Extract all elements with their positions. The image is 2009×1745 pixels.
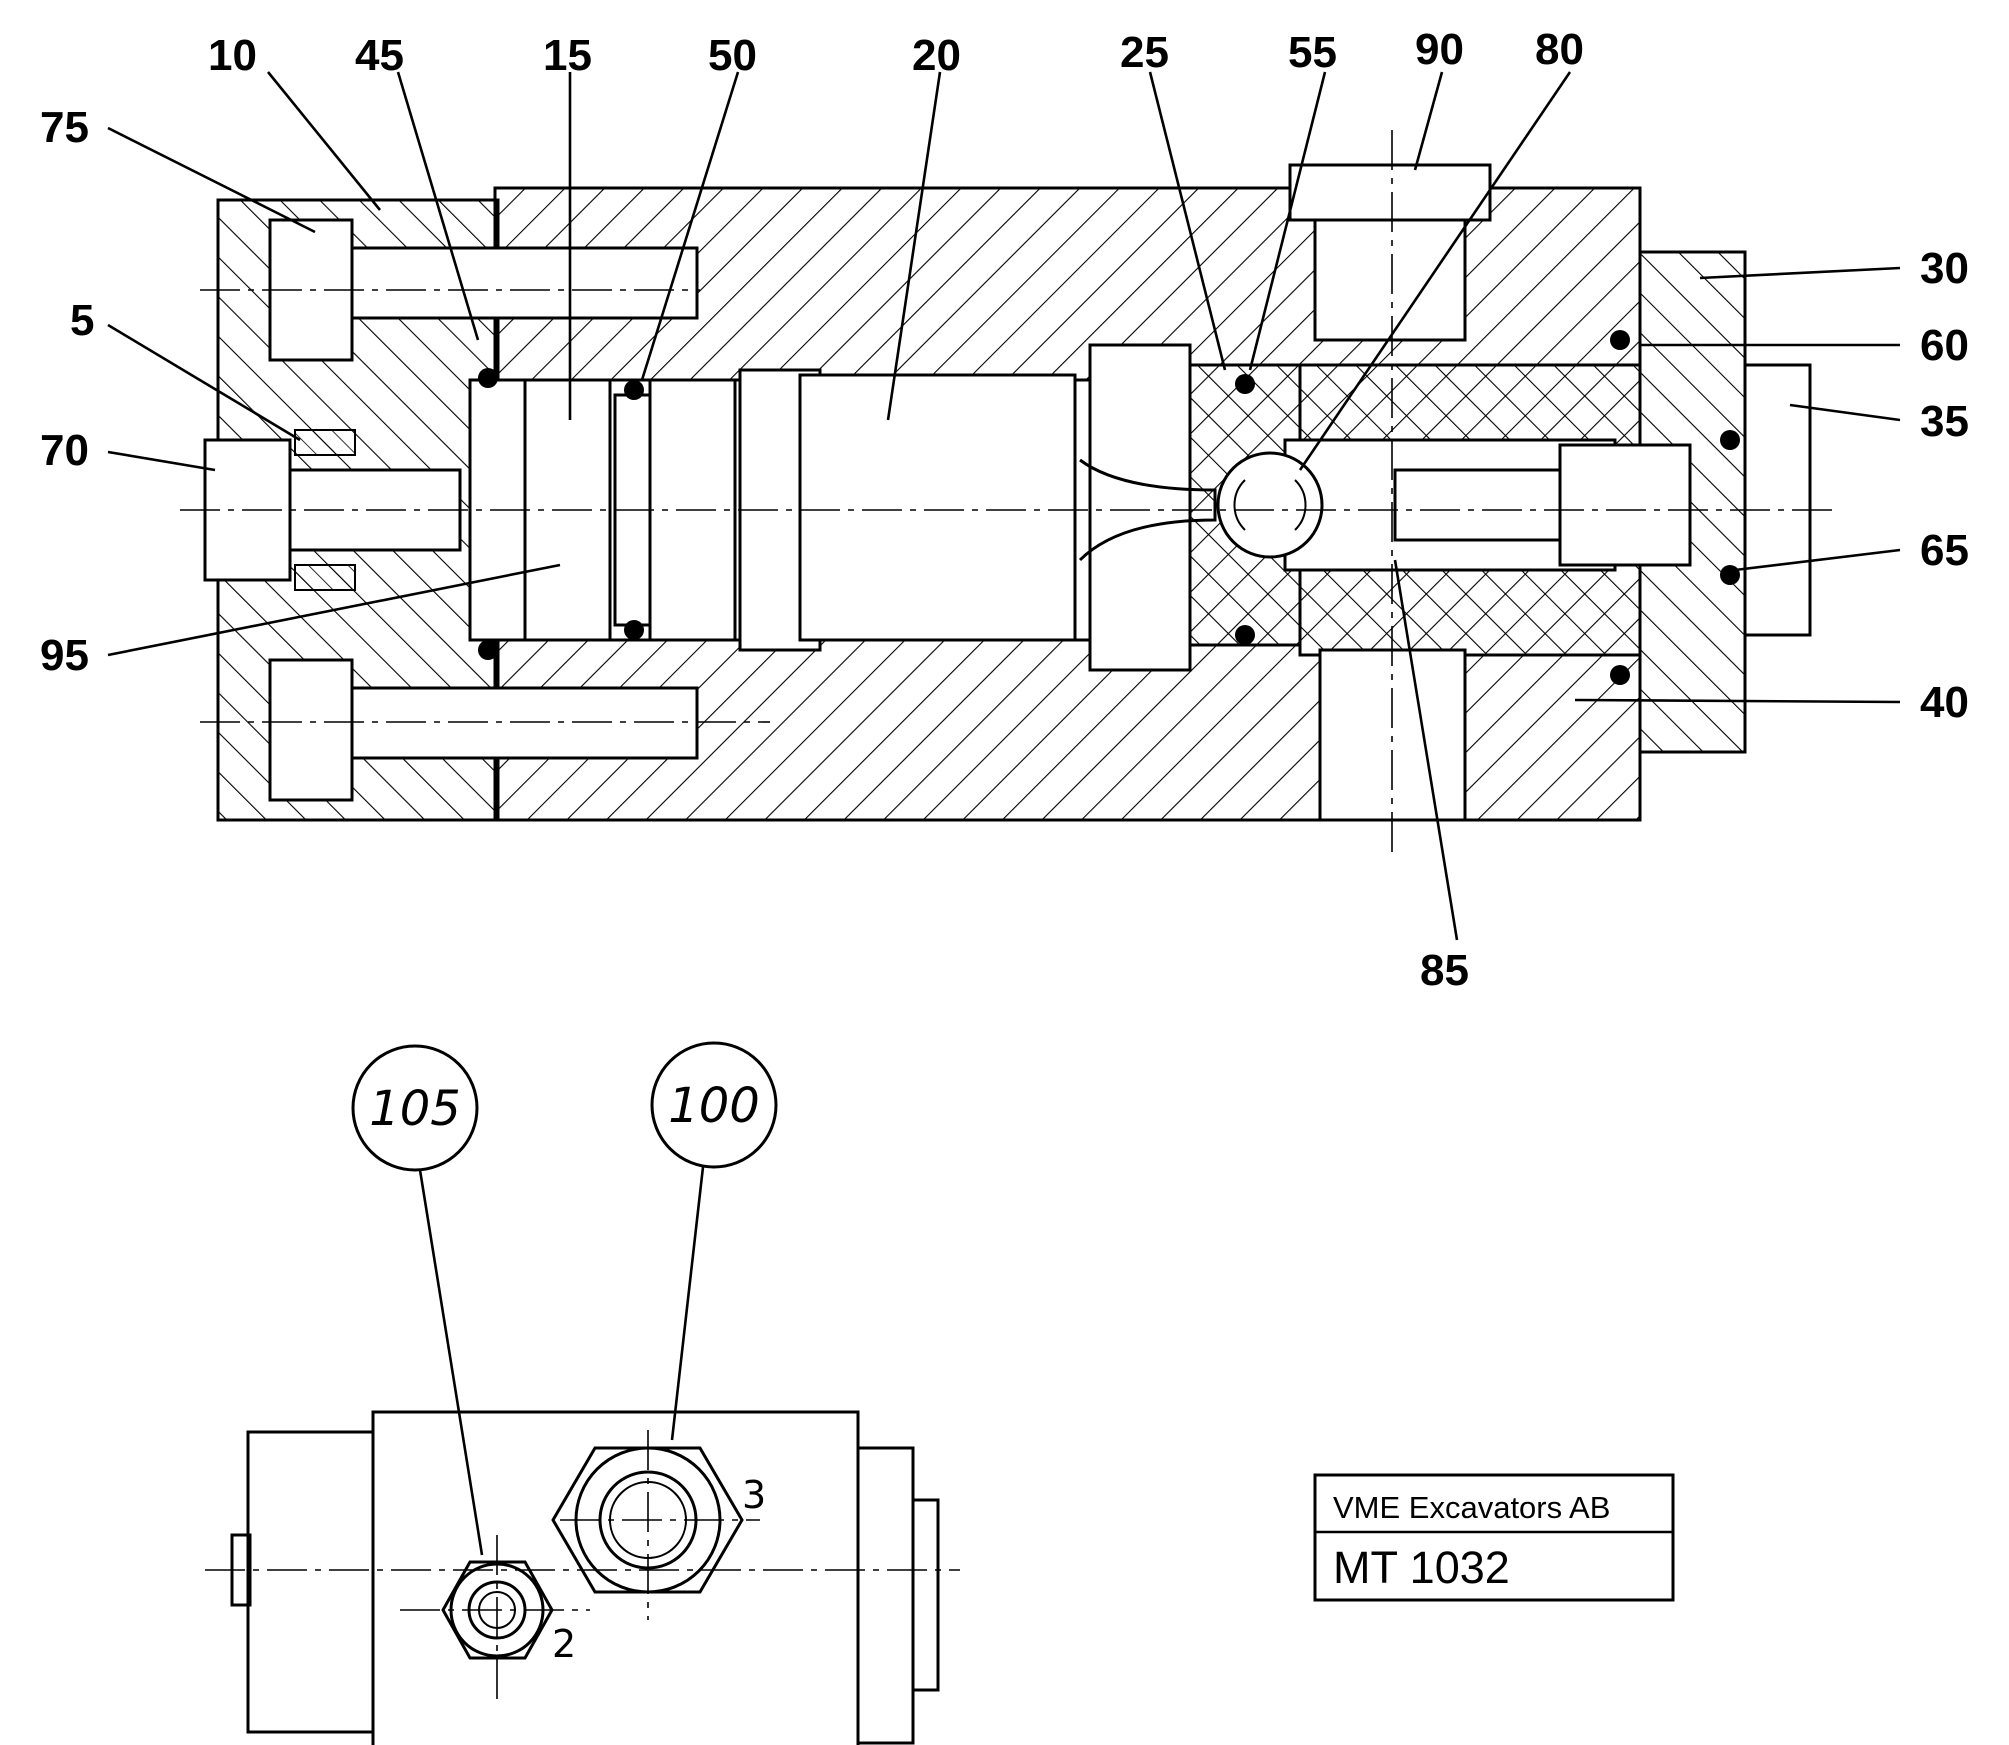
callout-45: 45 [355, 31, 404, 80]
upper-port-plug [1288, 163, 1492, 222]
port-label-3: 3 [742, 1473, 766, 1517]
circled-callout-100: 100 [650, 1041, 778, 1441]
callout-15: 15 [543, 31, 592, 80]
callout-25: 25 [1120, 28, 1169, 77]
port-label-2: 2 [552, 1622, 576, 1666]
callout-20: 20 [912, 31, 961, 80]
callout-85: 85 [1420, 946, 1469, 995]
callout-55: 55 [1288, 28, 1337, 77]
callout-65: 65 [1920, 526, 1969, 575]
title-block-drawing-number: MT 1032 [1333, 1542, 1510, 1593]
callout-5: 5 [70, 296, 94, 345]
title-block-company: VME Excavators AB [1333, 1490, 1610, 1525]
callout-95: 95 [40, 631, 89, 680]
callout-50: 50 [708, 31, 757, 80]
title-block: VME Excavators AB MT 1032 [1313, 1473, 1675, 1602]
svg-text:105: 105 [369, 1081, 461, 1137]
port-2-fitting [400, 1535, 590, 1700]
check-ball [1216, 451, 1324, 559]
port-view: 3 2 105 100 [205, 1041, 960, 1745]
circled-callout-105: 105 [351, 1044, 484, 1556]
callout-75: 75 [40, 103, 89, 152]
port-3-fitting [551, 1430, 760, 1620]
callout-10: 10 [208, 31, 257, 80]
threaded-plug [1743, 363, 1812, 637]
callout-70: 70 [40, 426, 89, 475]
section-view [180, 130, 1835, 860]
callout-35: 35 [1920, 397, 1969, 446]
callout-40: 40 [1920, 678, 1969, 727]
cap-screw-bottom [268, 658, 354, 802]
callout-90: 90 [1415, 25, 1464, 74]
callout-leaders [107, 71, 1901, 941]
callout-30: 30 [1920, 244, 1969, 293]
svg-text:100: 100 [668, 1078, 760, 1134]
piston [798, 373, 1077, 642]
callout-80: 80 [1535, 25, 1584, 74]
callout-60: 60 [1920, 321, 1969, 370]
